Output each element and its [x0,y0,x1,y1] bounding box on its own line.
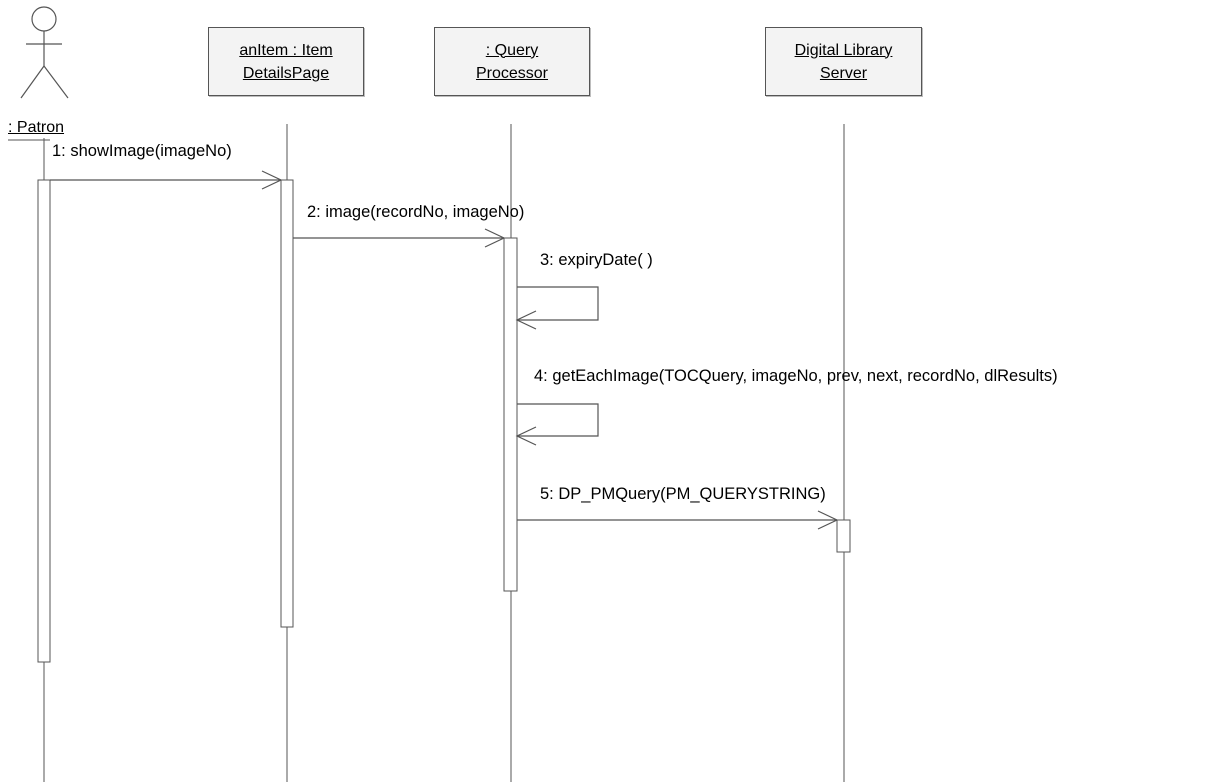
actor-icon [20,6,69,99]
item-details-page-activation [280,179,294,628]
message-4-arrow [515,403,599,446]
message-2-arrow [293,228,506,248]
query-processor-activation [503,237,518,592]
item-details-page-name-line1: anItem : Item [239,41,333,59]
item-details-page-box: anItem : Item DetailsPage [208,27,364,96]
query-processor-box: : Query Processor [434,27,590,96]
patron-label: : Patron [8,119,65,136]
message-2-label: 2: image(recordNo, imageNo) [307,203,525,221]
message-5-label: 5: DP_PMQuery(PM_QUERYSTRING) [540,485,826,503]
message-4-label: 4: getEachImage(TOCQuery, imageNo, prev,… [534,367,1058,385]
item-details-page-name-line2: DetailsPage [242,64,330,82]
message-5-arrow [517,510,839,530]
query-processor-name-line1: : Query [485,41,539,59]
digital-library-server-name-line2: Server [819,64,868,82]
message-3-label: 3: expiryDate( ) [540,251,653,269]
message-3-arrow [515,286,599,330]
digital-library-server-activation [836,519,851,553]
digital-library-server-box: Digital Library Server [765,27,922,96]
message-1-label: 1: showImage(imageNo) [52,142,232,160]
patron-activation [37,179,51,663]
query-processor-name-line2: Processor [475,64,549,82]
message-1-arrow [50,170,283,190]
digital-library-server-name-line1: Digital Library [794,41,893,59]
